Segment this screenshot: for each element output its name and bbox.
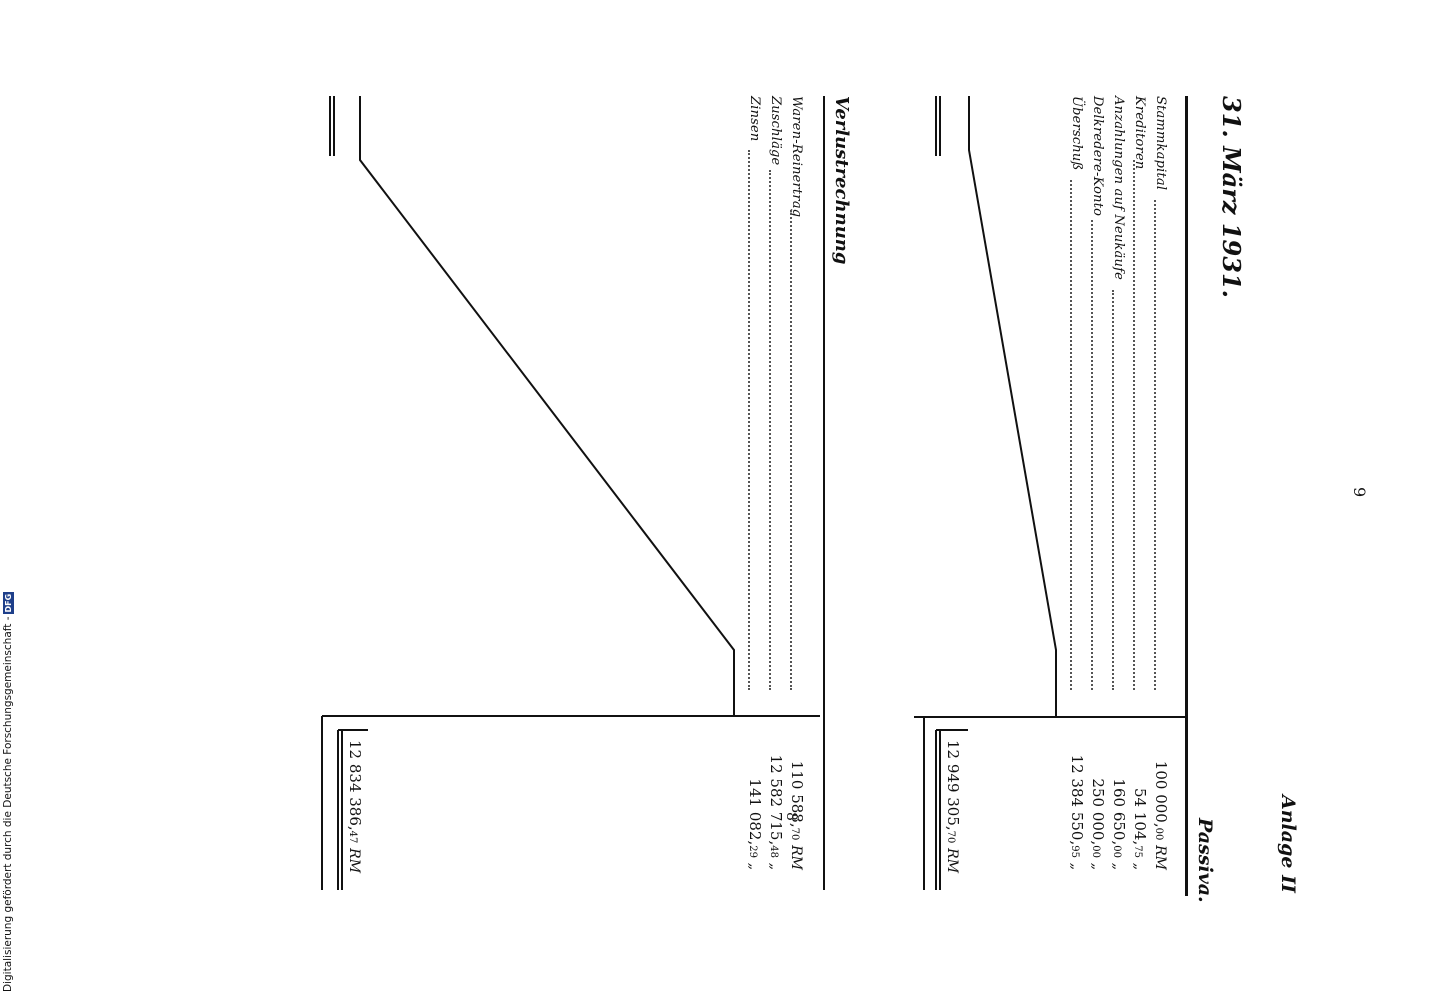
verlust-diagonal (359, 96, 735, 716)
verlust-amount: 141 082,29 „ (746, 778, 764, 870)
verlust-title: Verlustrechnung (831, 96, 852, 265)
passiva-total: 12 949 305,70 RM (944, 740, 962, 874)
verlust-amount: 110 588,70 RM (788, 760, 806, 870)
verlust-total: 12 834 386,47 RM (346, 740, 364, 874)
dot-leader (769, 170, 771, 690)
dot-leader (748, 150, 750, 690)
passiva-diagonal (968, 96, 1057, 716)
verlust-label: Zinsen (747, 96, 762, 142)
verlust-amount: 12 582 715,48 „ (767, 754, 785, 870)
verlust-label: Zuschläge (768, 96, 783, 166)
verlust-label: Waren-Reinertrag (789, 96, 804, 218)
dot-leader (790, 210, 792, 690)
